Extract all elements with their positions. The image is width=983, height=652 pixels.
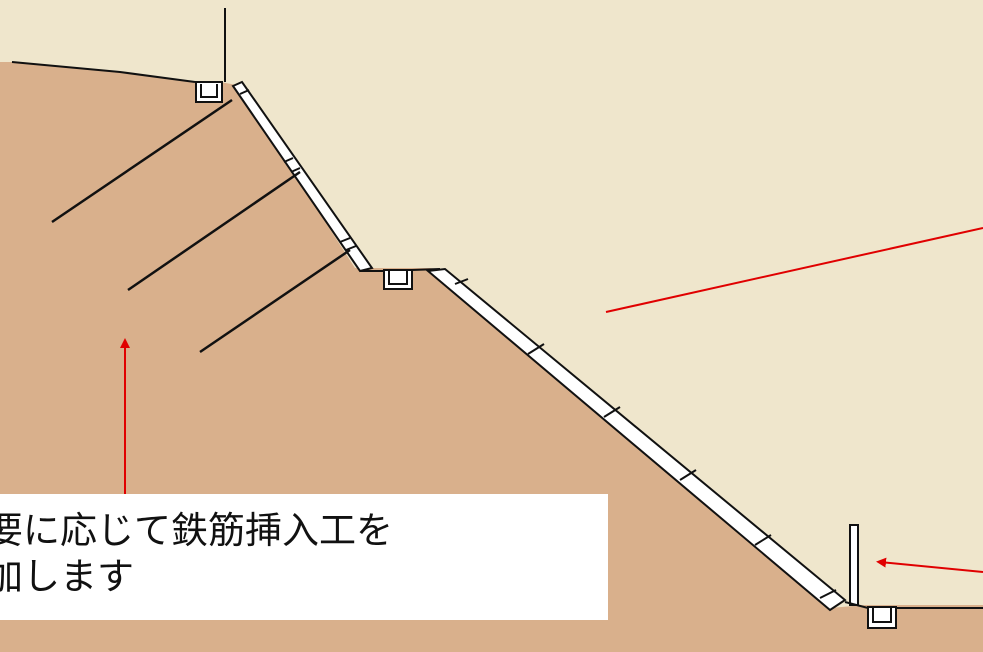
u-ditch-icon [383, 269, 413, 290]
u-ditch-icon [867, 606, 897, 629]
rebar-line-icon [199, 248, 351, 354]
rebar-line-icon [127, 170, 301, 292]
callout-box: 要に応じて鉄筋挿入工を 加します [0, 494, 608, 620]
pointer-line-upper-right [605, 227, 983, 313]
callout-text-line-1: 要に応じて鉄筋挿入工を [0, 509, 393, 552]
pointer-arrow-to-post [876, 557, 983, 573]
upper-slope-facing [231, 80, 374, 273]
lower-slope-facing [425, 267, 847, 612]
u-ditch-icon [195, 81, 223, 103]
rebar-line-icon [51, 98, 233, 224]
fence-post-icon [849, 524, 859, 606]
ground-surface-line [11, 61, 196, 83]
callout-text-line-2: 加します [0, 555, 134, 598]
